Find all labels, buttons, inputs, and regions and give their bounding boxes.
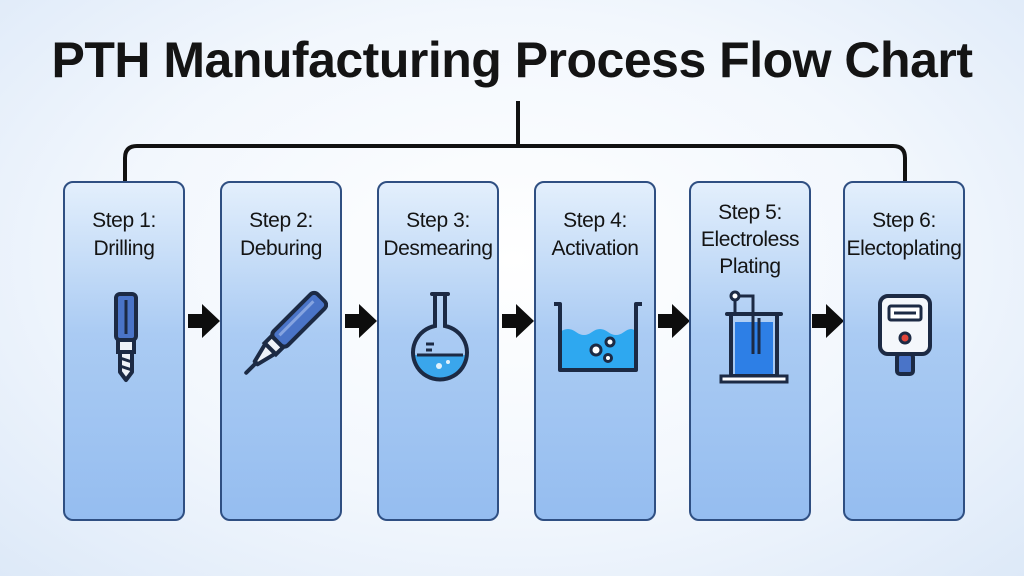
- step-label: Step 5: Electroless Plating: [700, 201, 800, 278]
- flow-arrow-2: [345, 304, 377, 338]
- step-label: Step 3: Desmearing: [383, 209, 493, 260]
- step-label: Step 6: Electoplating: [846, 209, 962, 260]
- flow-arrow-4: [658, 304, 690, 338]
- step-card-electroplating: Step 6: Electoplating: [843, 181, 965, 521]
- step-label: Step 4: Activation: [551, 209, 639, 260]
- power-supply-icon: [878, 294, 932, 376]
- step-card-activation: Step 4: Activation: [534, 181, 656, 521]
- plating-tank-icon: [719, 290, 789, 384]
- deburring-pen-icon: [244, 290, 328, 375]
- page-title: PTH Manufacturing Process Flow Chart: [51, 32, 973, 88]
- step-card-drilling: Step 1: Drilling: [63, 181, 185, 521]
- step-card-desmearing: Step 3: Desmearing: [377, 181, 499, 521]
- flow-arrow-1: [188, 304, 220, 338]
- step-card-deburring: Step 2: Deburing: [220, 181, 342, 521]
- bath-tank-icon: [554, 302, 642, 372]
- step-card-electroless-plating: Step 5: Electroless Plating: [689, 181, 811, 521]
- flow-arrow-5: [812, 304, 844, 338]
- step-label: Step 2: Deburing: [239, 209, 323, 260]
- step-label: Step 1: Drilling: [92, 209, 156, 260]
- flow-arrow-3: [502, 304, 534, 338]
- flask-icon: [411, 292, 469, 382]
- drill-bit-icon: [114, 292, 138, 382]
